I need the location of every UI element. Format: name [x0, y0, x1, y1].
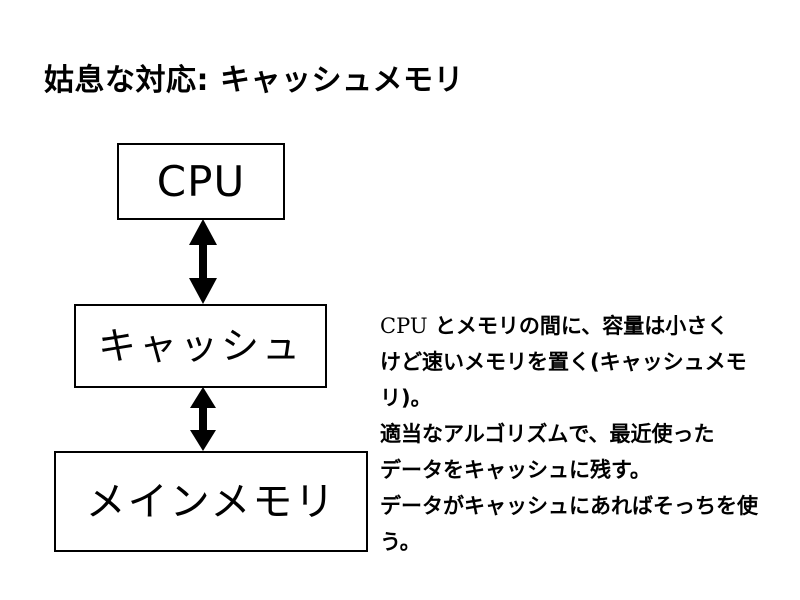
description-line-5: データをキャッシュに残す。 — [380, 458, 651, 482]
diagram-node-cpu-label: CPU — [156, 156, 246, 206]
description-line-4: 適当なアルゴリズムで、最近使った — [380, 422, 715, 446]
description-line-7: う。 — [380, 530, 421, 554]
double-arrow-icon-cpu-cache — [186, 219, 220, 304]
diagram-node-mainmem-label: メインメモリ — [85, 478, 337, 525]
double-arrow-icon-cache-mainmem — [186, 387, 220, 451]
description-line-1-rest: とメモリの間に、容量は小さく — [427, 314, 729, 338]
diagram-node-mainmem: メインメモリ — [54, 451, 368, 552]
description-line-1: CPU とメモリの間に、容量は小さく — [380, 308, 800, 344]
description-line-2: けど速いメモリを置く(キャッシュメモ — [380, 350, 747, 374]
double-arrow-svg — [190, 387, 216, 451]
diagram-node-cache: キャッシュ — [74, 304, 327, 388]
diagram-node-cache-label: キャッシュ — [97, 324, 303, 368]
double-arrow-svg — [189, 219, 217, 304]
diagram-node-cpu: CPU — [117, 143, 285, 220]
description-line-3: リ)。 — [380, 386, 432, 410]
description-line-1-latin: CPU — [380, 314, 428, 338]
page-title: 姑息な対応: キャッシュメモリ — [44, 63, 464, 98]
description-text-block: CPU とメモリの間に、容量は小さく けど速いメモリを置く(キャッシュメモ リ)… — [380, 308, 800, 560]
description-line-6: データがキャッシュにあればそっちを使 — [380, 494, 758, 518]
